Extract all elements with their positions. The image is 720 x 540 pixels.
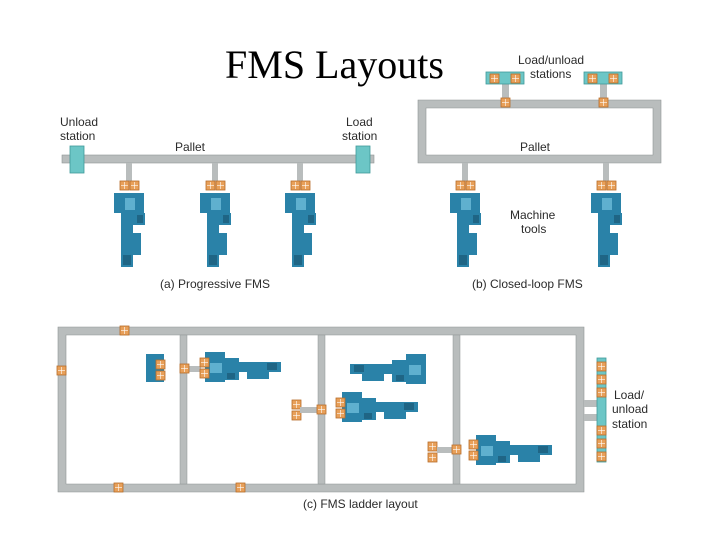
pallet [489,73,500,84]
machine-tool [205,352,281,382]
pallet-label: Pallet [520,140,551,154]
pallet [199,357,210,368]
spur [297,163,303,181]
load-station-label: station [342,129,377,143]
pallet [179,363,190,374]
pallet [300,180,311,191]
pallet [335,408,346,419]
spur [212,163,218,181]
machine-tool [591,193,622,267]
pallet [596,180,607,191]
pallet [465,180,476,191]
unload-station [69,145,85,174]
pallet [155,359,166,370]
spur [584,414,600,421]
load-unload-station-label: Load/ [614,388,645,402]
machine-tool [342,392,418,422]
spur [300,407,318,413]
caption-b: (b) Closed-loop FMS [472,277,583,291]
load-station-label: Load [346,115,373,129]
pallet [235,482,246,493]
pallet [215,180,226,191]
pallet [596,361,607,372]
machine-tools-label: tools [521,222,546,236]
pallet [608,73,619,84]
panel-a-progressive-fms: Unload station Load station Pallet (a) P… [60,115,377,291]
ladder-outer-track [57,326,585,493]
spur [502,80,509,100]
spur [437,447,453,453]
pallet [510,73,521,84]
machine-tool [450,193,481,267]
pallet [316,404,327,415]
spur [600,80,607,100]
pallet [451,444,462,455]
pallet [199,368,210,379]
pallet [113,482,124,493]
pallet [335,397,346,408]
pallet [291,399,302,410]
caption-a: (a) Progressive FMS [160,277,270,291]
pallet [598,97,609,108]
spur [462,163,468,181]
pallet [56,365,67,376]
pallet [427,441,438,452]
pallet [155,370,166,381]
load-station [355,145,371,174]
machine-tool [476,435,552,465]
spur [603,163,609,181]
pallet [129,180,140,191]
pallet [596,451,607,462]
transfer-line [61,154,375,164]
machine-tool [200,193,231,267]
pallet [596,438,607,449]
pallet [119,325,130,336]
pallet [606,180,617,191]
spur [126,163,132,181]
pallet [596,387,607,398]
machine-tool [285,193,316,267]
load-unload-stations-label: stations [530,67,571,81]
spur [584,400,600,407]
pallet [587,73,598,84]
pallet [455,180,466,191]
unload-station-label: station [60,129,95,143]
panel-b-closed-loop-fms: Load/unload stations Pallet Machine tool… [417,53,662,291]
load-unload-stations-label: Load/unload [518,53,584,67]
machine-tool [350,354,426,384]
closed-loop-track [417,99,662,164]
machine-tools-label: Machine [510,208,556,222]
load-unload-station-label: station [612,417,647,431]
pallet [119,180,130,191]
pallet [290,180,301,191]
pallet [468,439,479,450]
load-unload-station-label: unload [612,402,648,416]
ladder-rung [179,334,188,485]
panel-c-ladder-layout: Load/ unload station (c) FMS ladder layo… [56,325,648,511]
pallet [427,452,438,463]
caption-c: (c) FMS ladder layout [303,497,418,511]
page-title: FMS Layouts [225,42,444,87]
pallet [205,180,216,191]
unload-station-label: Unload [60,115,98,129]
pallet-label: Pallet [175,140,206,154]
pallet [596,374,607,385]
machine-tool [114,193,145,267]
pallet [596,425,607,436]
spur [187,366,201,372]
pallet [291,410,302,421]
ladder-rung [452,334,461,485]
pallet [468,450,479,461]
load-unload-station [596,357,607,463]
pallet [500,97,511,108]
